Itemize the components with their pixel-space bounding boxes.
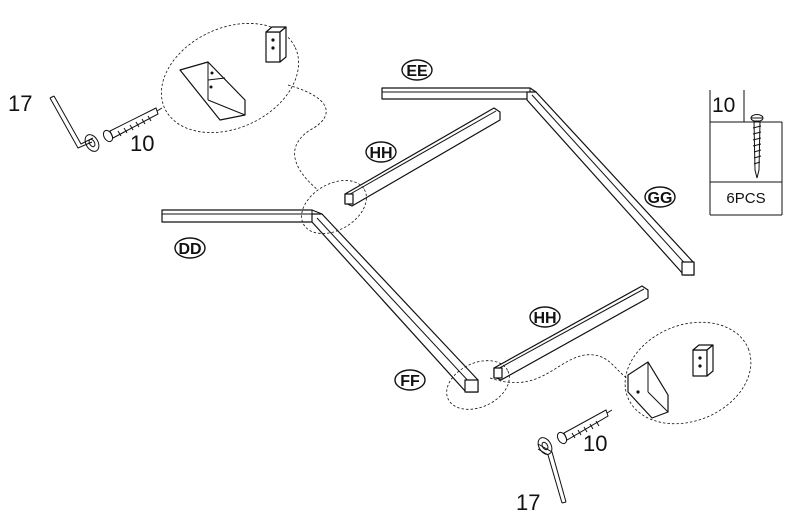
joint-highlight-lower xyxy=(446,360,510,410)
screw-lower-icon xyxy=(556,409,613,445)
beam-gg xyxy=(526,91,695,276)
washer-upper-icon xyxy=(84,134,100,152)
svg-text:FF: FF xyxy=(400,373,420,390)
wood-screw-icon xyxy=(750,114,764,179)
part-label-hh-lower: HH xyxy=(529,306,561,328)
svg-text:DD: DD xyxy=(178,241,201,258)
beam-hh-upper xyxy=(344,107,501,207)
hex-key-upper-icon xyxy=(49,95,94,149)
joint-highlight-upper xyxy=(301,180,367,234)
detail-connector-lower xyxy=(489,354,631,383)
hardware-box: 10 6PCS xyxy=(709,90,783,216)
beam-hh-lower xyxy=(493,285,649,381)
part-label-dd: DD xyxy=(174,237,206,259)
beam-ff xyxy=(311,213,479,393)
svg-text:HH: HH xyxy=(369,145,392,162)
svg-text:EE: EE xyxy=(406,63,428,80)
part-label-hh-upper: HH xyxy=(365,141,397,163)
washer-lower-icon xyxy=(537,437,553,455)
svg-text:GG: GG xyxy=(648,190,673,207)
hardware-item-number: 10 xyxy=(712,94,735,117)
part-label-ff: FF xyxy=(394,369,426,391)
beam-dd xyxy=(161,209,323,223)
part-label-gg: GG xyxy=(644,186,676,208)
detail-connector-upper xyxy=(287,84,327,191)
tool-callout-lower: 17 xyxy=(516,490,540,515)
beam-ee xyxy=(381,87,537,100)
detail-view-lower xyxy=(624,321,752,425)
hex-key-lower-icon xyxy=(537,443,567,504)
svg-text:HH: HH xyxy=(533,310,556,327)
hardware-quantity: 6PCS xyxy=(726,190,765,207)
screw-callout-lower: 10 xyxy=(583,431,607,456)
part-label-ee: EE xyxy=(401,59,433,81)
detail-view-upper xyxy=(161,23,299,133)
tool-callout-upper: 17 xyxy=(8,91,32,116)
screw-upper-icon xyxy=(102,107,163,143)
screw-callout-upper: 10 xyxy=(130,131,154,156)
